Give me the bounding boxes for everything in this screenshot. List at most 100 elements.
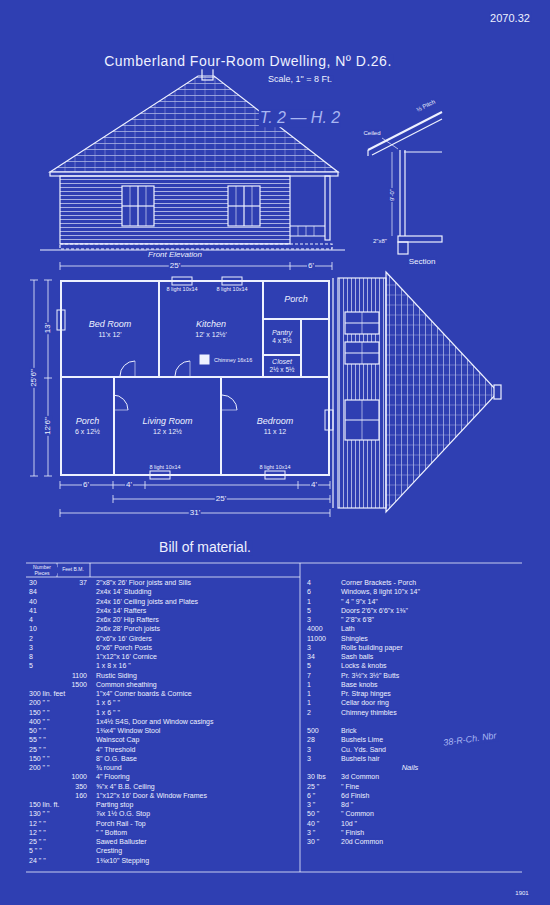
table-cell: 1 [306, 598, 312, 606]
plan-detail-part [113, 410, 128, 411]
table-cell: 5 [306, 607, 312, 615]
table-cell: Rolls building paper [340, 644, 403, 652]
table-cell: ¾ round [95, 764, 123, 772]
table-cell: 2 [28, 635, 34, 643]
room-outline: Kitchen12' x 12½' [158, 280, 264, 378]
table-cell: " Common [340, 810, 375, 818]
table-cell: 34 [306, 653, 316, 661]
wall-section-part [404, 150, 405, 236]
room-outline: Porch [262, 280, 330, 320]
table-cell: Pr. Strap hinges [340, 690, 392, 698]
table-cell: 3 [306, 746, 312, 754]
table-cell: Chimney thimbles [340, 709, 398, 717]
wall-section-part [398, 236, 442, 242]
room-size: 4 x 5½ [272, 338, 292, 345]
dimension-line-part [113, 495, 114, 503]
table-cell: 2x6x 28' Porch joists [95, 625, 161, 633]
table-cell: 3 [306, 616, 312, 624]
drawing-label: 8 light 10x14 [148, 464, 181, 470]
table-cell: Parting stop [95, 801, 134, 809]
table-cell: 350 [74, 783, 88, 791]
table-cell: 25 " " [28, 838, 47, 846]
plan-detail-part [222, 410, 237, 411]
table-rule-part [26, 872, 522, 873]
room-outline: Pantry4 x 5½ [262, 318, 302, 356]
drawing-label: Section [408, 258, 437, 267]
dimension-line-part [44, 378, 52, 379]
table-cell: 3d Common [340, 773, 380, 781]
table-cell: 1 x 6 " " [95, 699, 121, 707]
table-cell: 10d " [340, 820, 358, 828]
table-cell: " Finish [340, 829, 365, 837]
table-cell: 130 " " [28, 810, 51, 818]
table-cell: Corner Brackets - Porch [340, 579, 417, 587]
table-cell: Brick [340, 727, 358, 735]
side-elevation-part [386, 272, 498, 512]
table-cell: 5 [28, 662, 34, 670]
table-cell: 150 " " [28, 755, 51, 763]
dimension-line-part [30, 476, 38, 477]
side-elevation-part [362, 342, 363, 364]
room-outline: Bed Room11'x 12' [60, 280, 160, 378]
dimension-line-part [113, 481, 114, 489]
plan-detail-part [190, 361, 191, 376]
front-elevation-part [252, 186, 253, 226]
table-cell: 11000 [306, 635, 327, 643]
table-cell: 2x4x 16' Ceiling joists and Plates [95, 598, 199, 606]
table-cell: 1x4½ S4S, Door and Window casings [95, 718, 215, 726]
drawing-label: Number Pieces [27, 565, 57, 576]
front-elevation-part [50, 172, 338, 176]
drawing-label: 31' [189, 509, 201, 518]
table-cell: 1 x 6 " " [95, 709, 121, 717]
table-cell: 4" Flooring [95, 773, 131, 781]
table-cell: 4 [306, 579, 312, 587]
table-cell: Bushels Lime [340, 736, 384, 744]
table-cell: Wainscot Cap [95, 736, 140, 744]
table-cell: 1000 [70, 773, 88, 781]
drawing-label: ⅓ Pitch [415, 98, 438, 114]
front-elevation-part [236, 186, 237, 226]
table-rule-part [90, 563, 91, 577]
table-cell: 7 [306, 672, 312, 680]
drawing-label: 25' [169, 262, 181, 271]
table-cell: 37 [78, 579, 88, 587]
drawing-label: 8 light 10x14 [258, 464, 291, 470]
table-rule-part [26, 563, 522, 564]
table-cell: 40 " [306, 820, 320, 828]
drawing-label: 2"x8" [372, 238, 388, 245]
table-cell: 1100 [71, 672, 88, 680]
table-cell: Porch Rail - Top [95, 820, 147, 828]
table-cell: 6"x6" Porch Posts [95, 644, 153, 652]
table-cell: 24 " " [28, 857, 47, 865]
table-cell: Sawed Balluster [95, 838, 148, 846]
front-elevation [40, 58, 345, 250]
table-cell: " " Bottom [95, 829, 128, 837]
table-cell: Cu. Yds. Sand [340, 746, 387, 754]
front-elevation-part [130, 186, 131, 226]
sheet-title: Cumberland Four-Room Dwelling, Nº D.26. [103, 54, 393, 69]
drawing-label: 9'-0" [389, 188, 396, 202]
drawing-label: T. 2 — H. 2 [259, 109, 341, 127]
table-rule-part [26, 577, 300, 578]
dimension-line-part [332, 262, 333, 270]
room-outline: Closet2½ x 5½ [262, 354, 302, 378]
room-name: Kitchen [196, 320, 226, 329]
drawing-label: 4' [310, 481, 318, 490]
plan-detail-part [135, 361, 136, 376]
room-outline: Porch 6 x 12½ [60, 376, 115, 476]
table-cell: 6 [306, 588, 312, 596]
table-cell: ⅞x 1½ O.G. Stop [95, 810, 151, 818]
plan-detail [57, 277, 333, 479]
drawing-label: 25'6" [30, 368, 39, 388]
room-name: Porch [76, 417, 100, 426]
table-cell: 1⅜x10" Stepping [95, 857, 150, 865]
drawing-label: 2070.32 [489, 12, 531, 24]
room-name: Bedroom [257, 417, 294, 426]
table-cell: 40 [28, 598, 38, 606]
room-size: 6 x 12½ [75, 428, 100, 435]
table-cell: " 4 " 9"x 14" [340, 598, 379, 606]
table-cell: 150 lin. ft. [28, 801, 60, 809]
table-cell: 4000 [306, 625, 324, 633]
front-elevation-part [298, 226, 299, 236]
table-cell: Locks & knobs [340, 662, 388, 670]
